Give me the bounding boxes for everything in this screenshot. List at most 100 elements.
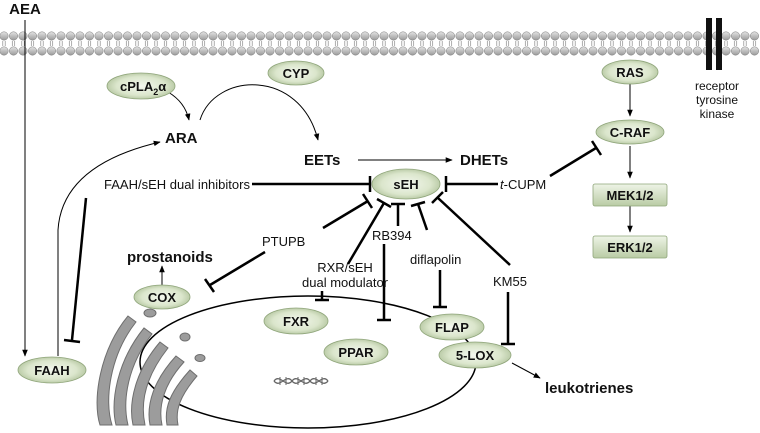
eets-label: EETs [304,152,340,169]
lipid-head [9,31,18,41]
lipid-head [123,31,132,41]
cox-node: COX [133,284,191,310]
lipid-head [75,46,85,56]
lipid-head [351,46,360,56]
lipid-head [645,31,655,41]
lipid-head [94,46,104,56]
lipid-head [294,46,303,56]
golgi-apparatus-icon [96,308,206,426]
lipid-head [550,31,560,41]
lipid-head [379,31,389,41]
ptupb-seh-line [322,199,369,230]
lipid-head [408,46,417,56]
lipid-head [322,46,332,56]
lipid-head [66,46,75,56]
lipid-head [332,31,341,41]
rxr-modulator-label-line1: RXR/sEH [317,260,373,275]
lipid-head [531,46,541,56]
lipid-head [341,46,351,56]
faah-node: FAAH [17,356,87,384]
lipid-head [636,31,645,41]
lipid-head [66,31,75,41]
lipid-head [275,31,284,41]
lipid-head [75,31,85,41]
lipid-head [218,31,227,41]
rxr-seh-line [346,202,386,265]
lipid-head [465,31,474,41]
lipid-head [170,31,180,41]
lipid-head [636,46,645,56]
dna-helix-icon [273,377,329,385]
lipid-head [598,31,607,41]
lipid-head [199,46,208,56]
svg-text:CYP: CYP [283,66,310,81]
lipid-head [360,31,370,41]
svg-text:C-RAF: C-RAF [610,125,650,140]
lipid-head [598,46,607,56]
lipid-head [493,46,503,56]
lipid-head [588,31,598,41]
lipid-head [531,31,541,41]
lipid-head [256,46,265,56]
diflapolin-seh-line [416,203,429,231]
rb394-label: RB394 [372,228,412,243]
lipid-head [436,46,446,56]
lipid-head [683,46,693,56]
lipid-head [208,46,218,56]
lipid-head [408,31,417,41]
lipid-head [522,31,531,41]
lipid-head [693,31,702,41]
lipid-head [731,31,740,41]
lipid-head [218,46,227,56]
lipid-head [436,31,446,41]
svg-text:FLAP: FLAP [435,320,469,335]
lipid-head [265,46,275,56]
lipid-head [113,46,123,56]
svg-text:5-LOX: 5-LOX [456,348,495,363]
ptupb-label: PTUPB [262,234,305,249]
lipid-head [398,31,408,41]
svg-text:PPAR: PPAR [338,345,374,360]
flap-node: FLAP [419,313,485,341]
lipid-head [503,31,512,41]
lipid-head [655,46,664,56]
lipid-head [674,31,683,41]
lipid-head [9,46,18,56]
lipid-head [465,46,474,56]
rxr-modulator-label-line2: dual modulator [302,275,389,290]
fxr-node: FXR [263,307,329,335]
lipid-head [617,46,626,56]
lipid-head [370,46,379,56]
lipid-head [37,31,47,41]
lipid-head [417,46,427,56]
lipid-head [113,31,123,41]
lipid-head [427,31,436,41]
lipid-head [721,46,731,56]
lipid-head [389,31,398,41]
lipid-head [503,46,512,56]
lipid-head [674,46,683,56]
tcupm-label: t-CUPM [500,177,546,192]
ptupb-cox-line [209,250,266,287]
lipid-head [322,31,332,41]
lipid-head [47,46,56,56]
svg-text:sEH: sEH [393,177,418,192]
prostanoids-label: prostanoids [127,249,213,266]
ara-to-eets-arrow [199,84,320,141]
cpla2-to-ara-arrow [167,91,191,121]
lipid-head [427,46,436,56]
dhets-label: DHETs [460,152,508,169]
lipid-head [607,31,617,41]
lipid-head [284,46,294,56]
lipid-head [284,31,294,41]
lipid-head [750,46,759,56]
lipid-head [560,46,569,56]
ras-node: RAS [601,59,659,85]
lipid-head [0,46,9,56]
lipid-head [626,46,636,56]
lipid-head [569,46,579,56]
svg-text:FAAH: FAAH [34,363,69,378]
lipid-head [85,46,94,56]
lipid-head [455,46,465,56]
